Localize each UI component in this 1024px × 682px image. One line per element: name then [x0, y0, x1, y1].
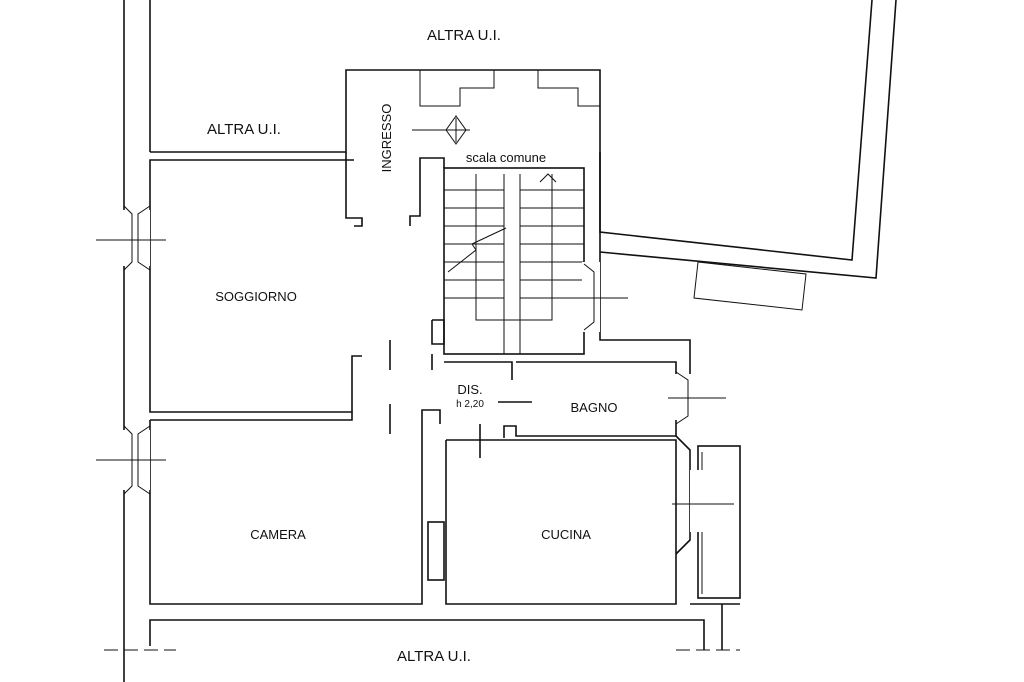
entry-corridor: [345, 152, 445, 227]
neighbour-unit-bottom: [104, 604, 740, 651]
window-camera: [96, 425, 166, 495]
stair-arrow: [539, 173, 557, 183]
label-altra-left: ALTRA U.I.: [207, 121, 281, 138]
label-dis: DIS.: [457, 382, 482, 397]
room-cucina: [445, 424, 677, 605]
label-bagno: BAGNO: [571, 400, 618, 415]
window-soggiorno: [96, 205, 166, 271]
exterior-wall-left: [123, 0, 151, 682]
stair-treads-left: [444, 189, 504, 299]
room-soggiorno: [149, 159, 391, 413]
window-stairwell: [570, 262, 628, 332]
neighbour-unit-top: [150, 69, 601, 153]
label-cucina: CUCINA: [541, 527, 591, 542]
label-camera: CAMERA: [250, 527, 306, 542]
label-scala: scala comune: [466, 150, 546, 165]
label-altra-top: ALTRA U.I.: [427, 27, 501, 44]
label-soggiorno: SOGGIORNO: [215, 289, 297, 304]
room-bagno: [444, 152, 691, 438]
stair-break-line: [447, 227, 507, 273]
window-cucina: [672, 470, 734, 532]
entrance-door-symbol: [412, 115, 470, 145]
label-dis-height: h 2,20: [456, 399, 484, 410]
common-stairwell: [431, 167, 585, 370]
window-bagno: [668, 371, 726, 425]
label-altra-bottom: ALTRA U.I.: [397, 648, 471, 665]
room-camera: [149, 404, 445, 605]
neighbour-structure-right: [599, 0, 897, 311]
balcony: [675, 435, 741, 605]
label-ingresso: INGRESSO: [379, 104, 394, 173]
